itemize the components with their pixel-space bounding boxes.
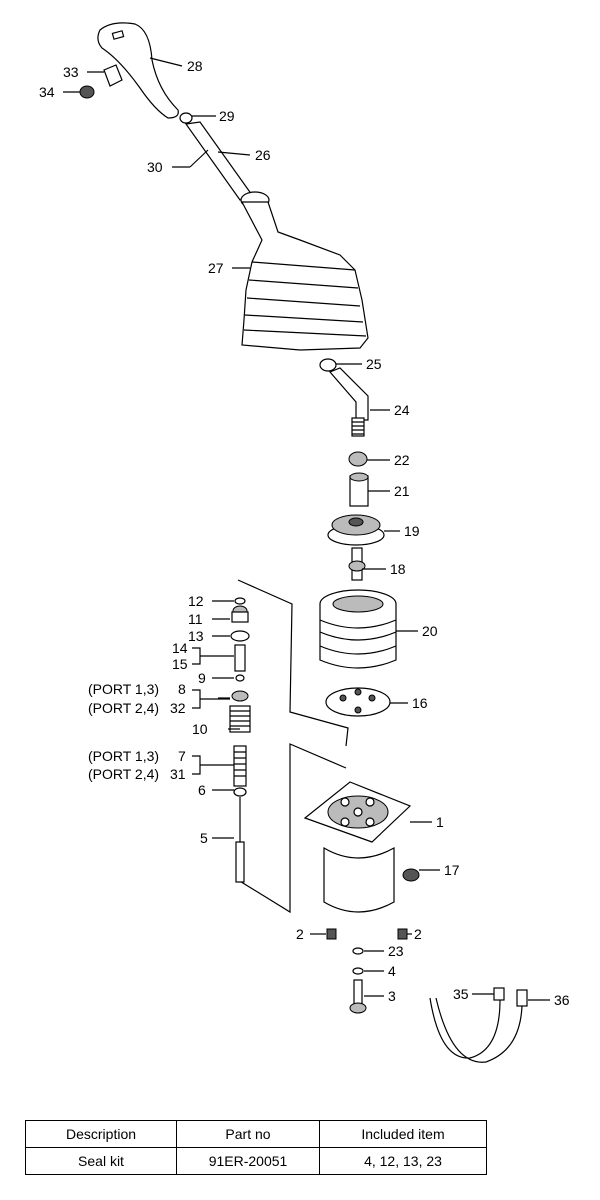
- header-part-no: Part no: [176, 1120, 320, 1148]
- label-15: 15: [172, 656, 188, 672]
- label-27: 27: [208, 260, 224, 276]
- label-24: 24: [394, 402, 410, 418]
- label-18: 18: [390, 561, 406, 577]
- seal-kit-table: Description Part no Included item Seal k…: [25, 1120, 487, 1175]
- label-3: 3: [388, 988, 396, 1004]
- cell-included-item: 4, 12, 13, 23: [319, 1147, 487, 1175]
- label-9: 9: [198, 670, 206, 686]
- part-20-housing: [319, 589, 397, 669]
- part-3-bolt: [349, 979, 367, 1014]
- part-18-joint: [348, 547, 366, 581]
- label-20: 20: [422, 623, 438, 639]
- exploded-parts-diagram: 33 34 28 29 26 30 27 25 24 22 21 19 18 2…: [39, 22, 570, 1063]
- label-30: 30: [147, 159, 163, 175]
- label-25: 25: [366, 356, 382, 372]
- label-13: 13: [188, 628, 204, 644]
- label-port24-a: (PORT 2,4): [88, 700, 159, 716]
- label-29: 29: [219, 108, 235, 124]
- part-17-bushing: [402, 868, 420, 882]
- label-10: 10: [192, 721, 208, 737]
- spool-parts-stack: [229, 597, 251, 883]
- label-2-left: 2: [296, 926, 304, 942]
- label-12: 12: [188, 593, 204, 609]
- part-2-plug-right: [397, 928, 408, 940]
- label-19: 19: [404, 523, 420, 539]
- cell-description: Seal kit: [25, 1147, 177, 1175]
- label-4: 4: [388, 963, 396, 979]
- label-36: 36: [554, 992, 570, 1008]
- label-21: 21: [394, 483, 410, 499]
- part-4-oring: [352, 967, 364, 975]
- part-2-plug-left: [326, 928, 337, 940]
- label-28: 28: [187, 58, 203, 74]
- part-34-nut: [79, 85, 95, 99]
- part-16-plate: [325, 687, 391, 717]
- label-31: 31: [170, 766, 186, 782]
- part-23-oring: [352, 947, 364, 955]
- part-27-boot: [240, 191, 369, 351]
- part-28-grip: [97, 22, 179, 119]
- label-32: 32: [170, 700, 186, 716]
- part-35-36-harness: [429, 987, 528, 1063]
- cutaway-outline: [237, 579, 349, 914]
- table-row: Seal kit 91ER-20051 4, 12, 13, 23: [25, 1147, 487, 1175]
- label-26: 26: [255, 147, 271, 163]
- part-25-nut: [319, 358, 337, 372]
- label-1: 1: [436, 814, 444, 830]
- label-port13-b: (PORT 1,3): [88, 748, 159, 764]
- label-33: 33: [63, 64, 79, 80]
- cell-part-no: 91ER-20051: [176, 1147, 320, 1175]
- part-30-pin: [189, 149, 209, 168]
- label-11: 11: [188, 611, 203, 627]
- header-description: Description: [25, 1120, 177, 1148]
- part-33-switch: [103, 64, 123, 87]
- label-23: 23: [388, 943, 404, 959]
- part-22-nut: [348, 451, 368, 467]
- part-24-rod: [328, 367, 369, 437]
- part-21-coupling: [349, 472, 369, 507]
- table-header-row: Description Part no Included item: [25, 1120, 487, 1148]
- label-2-right: 2: [414, 926, 422, 942]
- part-29-ring: [179, 112, 193, 124]
- leader-lines: [63, 57, 550, 1001]
- label-5: 5: [200, 830, 208, 846]
- label-34: 34: [39, 84, 55, 100]
- label-7: 7: [178, 748, 186, 764]
- label-port13-a: (PORT 1,3): [88, 681, 159, 697]
- label-port24-b: (PORT 2,4): [88, 766, 159, 782]
- label-16: 16: [412, 695, 428, 711]
- header-included-item: Included item: [319, 1120, 487, 1148]
- label-6: 6: [198, 782, 206, 798]
- callout-labels: 33 34 28 29 26 30 27 25 24 22 21 19 18 2…: [39, 58, 570, 1008]
- part-1-base: [303, 781, 412, 913]
- label-17: 17: [444, 862, 460, 878]
- label-35: 35: [453, 986, 469, 1002]
- label-14: 14: [172, 640, 188, 656]
- label-8: 8: [178, 681, 186, 697]
- label-22: 22: [394, 452, 410, 468]
- part-19-plate: [327, 514, 385, 546]
